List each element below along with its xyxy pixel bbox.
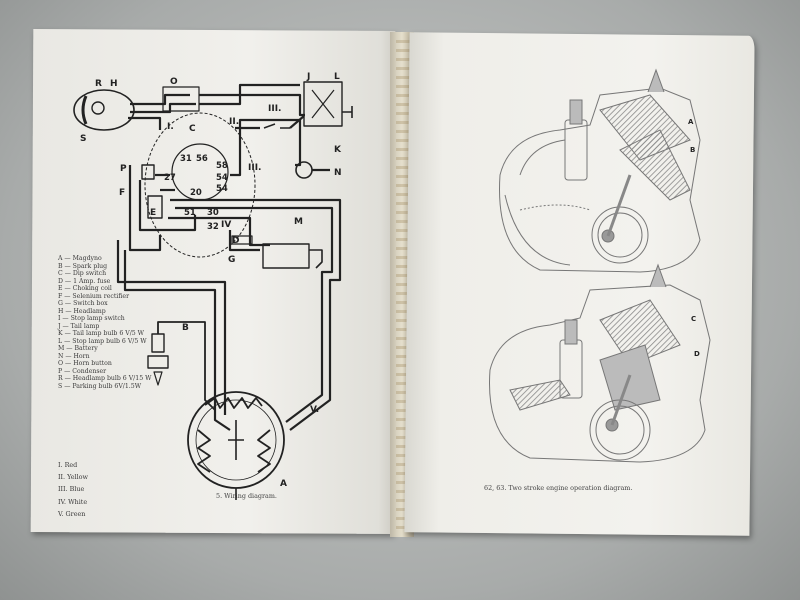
- legend-item: E — Choking coil: [58, 285, 112, 292]
- label-S: S: [80, 134, 86, 144]
- label-M: M: [294, 217, 303, 227]
- wire-color-item: III. Blue: [58, 485, 85, 494]
- label-B: B: [182, 323, 189, 333]
- legend-item: R — Headlamp bulb 6 V/15 W: [58, 375, 152, 382]
- label-E: E: [150, 208, 156, 218]
- label-II: II.: [229, 117, 239, 127]
- legend-item: I — Stop lamp switch: [58, 315, 125, 322]
- terminal-51: 51: [184, 208, 196, 218]
- terminal-54a: 54: [216, 173, 228, 183]
- legend-item: P — Condenser: [58, 367, 107, 375]
- headlamp-shape: [73, 89, 135, 131]
- terminal-30: 30: [207, 208, 219, 218]
- label-H: H: [110, 79, 118, 89]
- wire-color-item: II. Yellow: [58, 473, 88, 482]
- label-I: I.: [167, 122, 174, 132]
- legend-item: N — Horn: [58, 352, 90, 360]
- wiring-legend: A — Magdyno B — Spark plug C — Dip switc…: [58, 255, 208, 390]
- label-III: III.: [248, 163, 261, 173]
- label-J: J: [306, 72, 310, 82]
- legend-item: J — Tail lamp: [58, 322, 100, 330]
- legend-item: O — Horn button: [58, 360, 112, 367]
- legend-item: K — Tail lamp bulb 6 V/5 W: [58, 330, 145, 337]
- label-K: K: [334, 145, 342, 155]
- legend-item: F — Selenium rectifier: [58, 292, 130, 300]
- label-IV: IV: [221, 220, 231, 230]
- engine-diagram-top: [499, 68, 701, 273]
- label-V: V.: [310, 405, 319, 415]
- legend-item: A — Magdyno: [58, 255, 102, 262]
- terminal-27: 27: [164, 173, 176, 183]
- terminal-54b: 54: [216, 184, 228, 194]
- terminal-31: 31: [180, 154, 192, 164]
- label-A: A: [280, 479, 287, 489]
- label-G: G: [228, 255, 235, 265]
- label-F: F: [119, 188, 125, 198]
- label-R: R: [95, 79, 102, 89]
- legend-item: L — Stop lamp bulb 6 V/5 W: [58, 337, 147, 345]
- label-P: P: [120, 164, 127, 174]
- legend-item: C — Dip switch: [58, 270, 107, 277]
- legend-item: B — Spark plug: [58, 262, 108, 270]
- wire-color-legend: I. Red II. Yellow III. Blue IV. White V.…: [58, 459, 148, 520]
- wire-color-item: I. Red: [58, 461, 78, 469]
- label-III-top: III.: [268, 104, 281, 114]
- legend-item: S — Parking bulb 6V/1.5W: [58, 382, 142, 390]
- legend-item: M — Battery: [58, 345, 98, 352]
- terminal-56: 56: [196, 154, 208, 164]
- legend-item: G — Switch box: [58, 300, 108, 307]
- engine-label-B: B: [690, 146, 695, 154]
- label-C: C: [189, 124, 196, 134]
- wiring-caption: 5. Wiring diagram.: [216, 492, 277, 500]
- wire-color-item: IV. White: [58, 497, 88, 506]
- engine-caption: 62, 63. Two stroke engine operation diag…: [484, 484, 633, 492]
- engine-label-D: D: [694, 350, 700, 358]
- terminal-32: 32: [207, 222, 219, 232]
- legend-item: D — 1 Amp. fuse: [58, 277, 111, 285]
- label-D: D: [232, 236, 239, 246]
- label-N: N: [334, 168, 342, 178]
- label-L: L: [334, 72, 340, 82]
- wire-color-item: V. Green: [58, 509, 86, 518]
- legend-item: H — Headlamp: [58, 307, 106, 315]
- terminal-58: 58: [216, 161, 228, 171]
- engine-label-A: A: [688, 118, 694, 126]
- label-O: O: [170, 77, 178, 87]
- engine-label-C: C: [691, 315, 696, 323]
- engine-diagram-bottom: [489, 263, 711, 463]
- terminal-20: 20: [190, 188, 202, 198]
